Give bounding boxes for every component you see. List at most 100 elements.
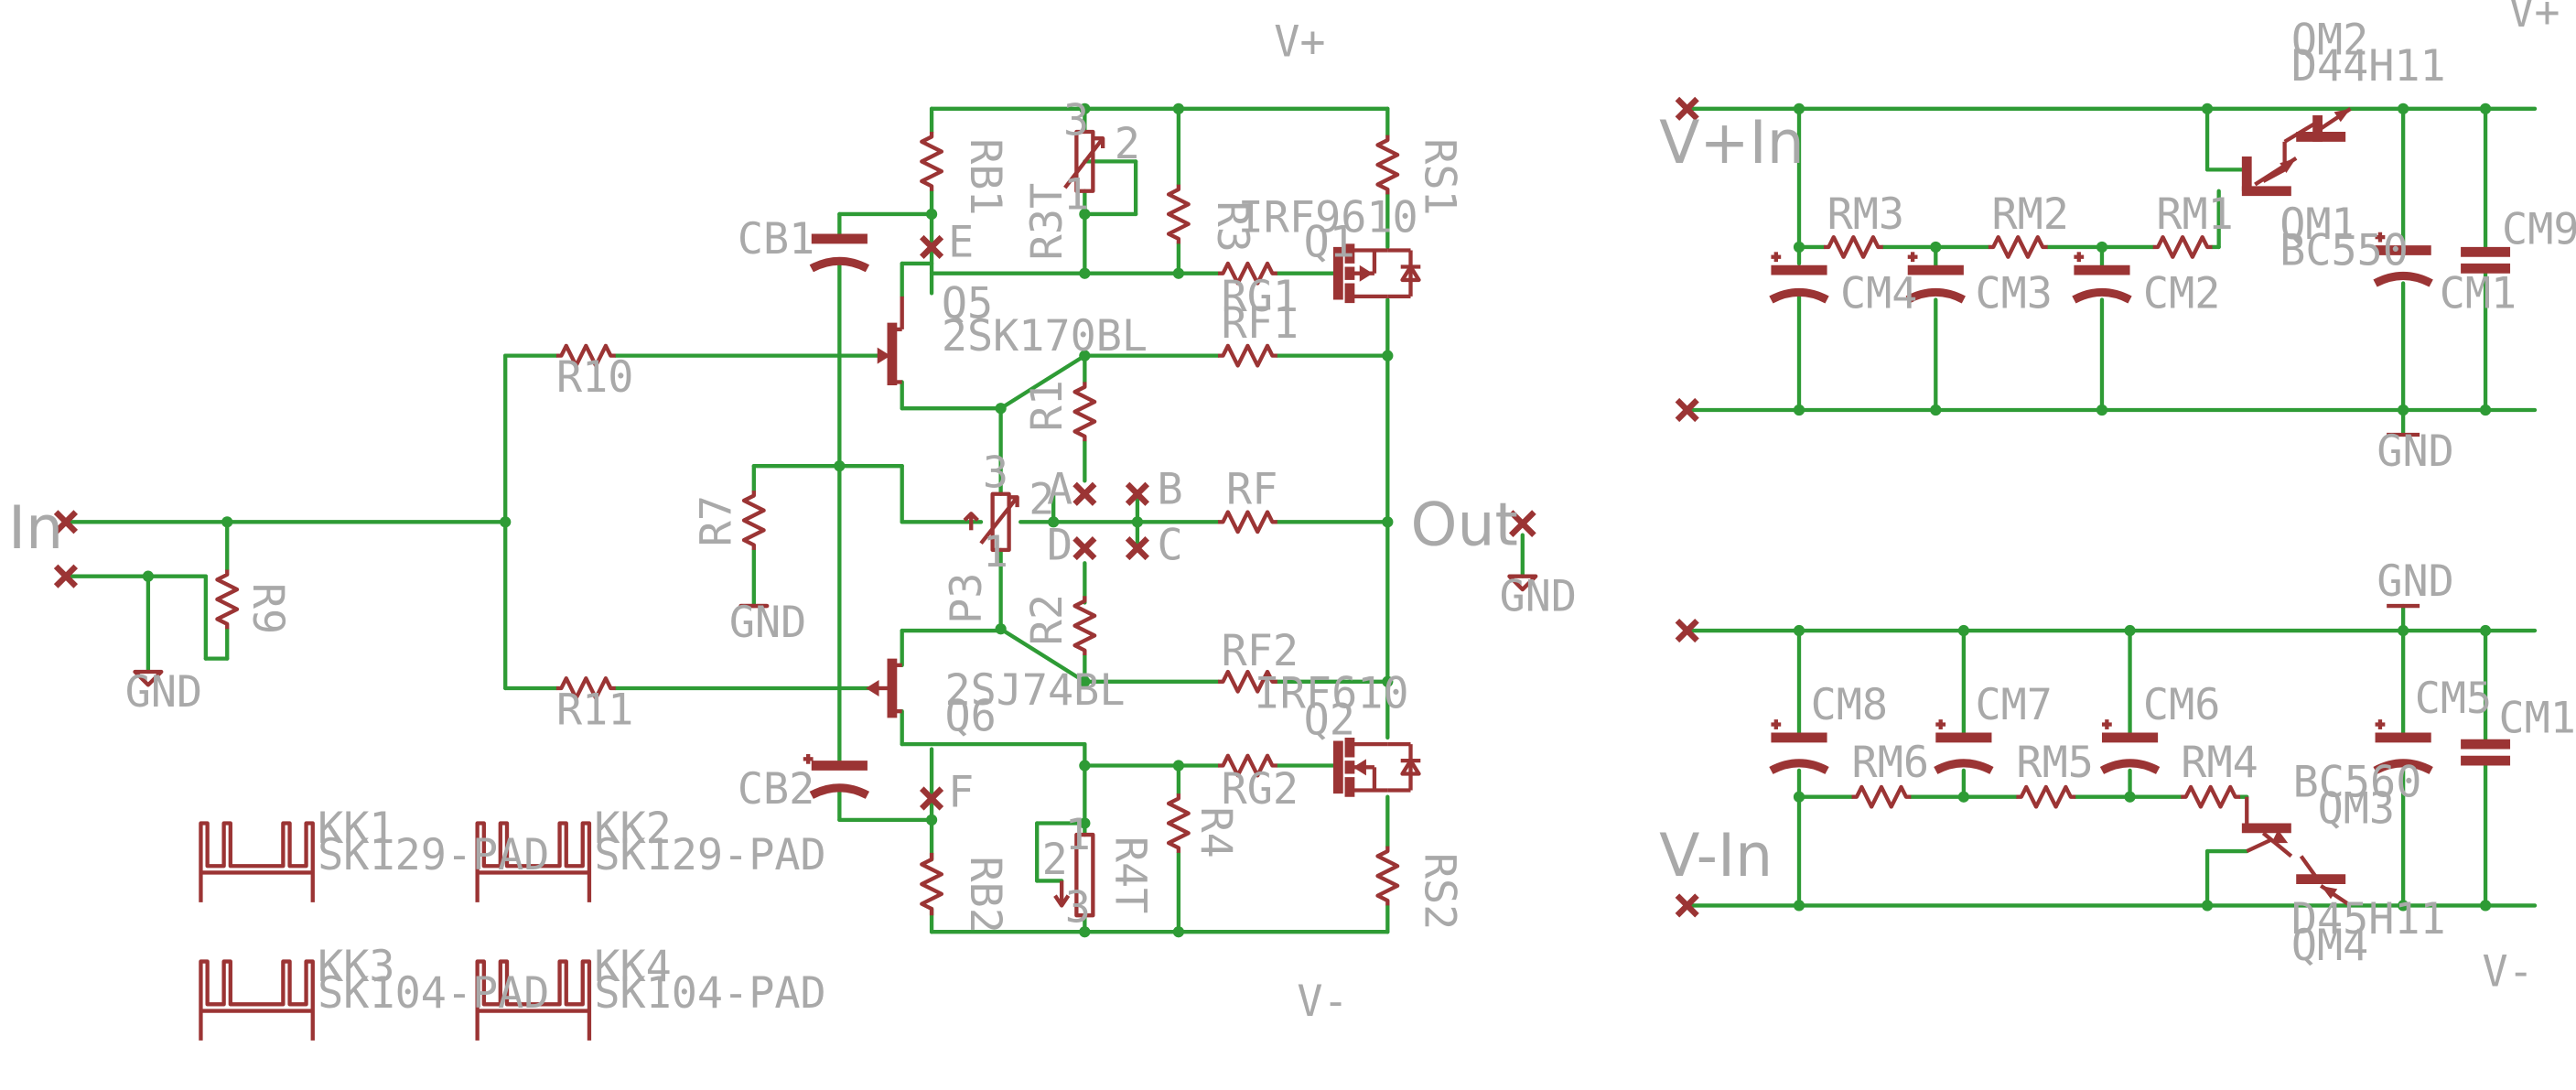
label-r7: R7 xyxy=(693,495,742,546)
label-kk4: KK4 xyxy=(594,943,671,992)
resistor-rm2 xyxy=(1988,234,2048,259)
label-r3t: R3T xyxy=(1023,183,1072,260)
resistor-rf2 xyxy=(1218,669,1277,694)
label-p3: P3 xyxy=(943,573,992,624)
label-d: D xyxy=(1047,522,1072,571)
resistor-rb2 xyxy=(920,852,944,916)
capacitor-cm1 xyxy=(2373,232,2433,287)
label-qm3-type: BC560 xyxy=(2293,759,2422,808)
resistor-r9 xyxy=(215,569,240,630)
label-kk1: KK1 xyxy=(318,804,394,854)
label-q6: Q6 xyxy=(944,693,996,742)
gnd-symbol-out xyxy=(1507,574,1538,592)
x-marker-e xyxy=(919,234,944,260)
capacitor-cm3 xyxy=(1905,252,1966,304)
label-r2: R2 xyxy=(1023,594,1072,645)
label-rm4: RM4 xyxy=(2181,739,2258,788)
resistor-rf1 xyxy=(1218,343,1277,368)
pin-p3-3: 3 xyxy=(983,449,1008,499)
label-q2: Q2 xyxy=(1304,696,1355,745)
label-psu-vplus: V+ xyxy=(2508,0,2560,38)
label-rf2: RF2 xyxy=(1222,627,1299,676)
label-qm2-type: D44H11 xyxy=(2291,42,2446,92)
heatsink-kk3 xyxy=(199,959,315,1041)
capacitor-cm2 xyxy=(2072,252,2132,304)
label-rm6: RM6 xyxy=(1852,739,1929,788)
label-vplus-in: V+In xyxy=(1659,109,1805,178)
label-cm1: CM1 xyxy=(2440,269,2517,318)
label-q6-type: 2SJ74BL xyxy=(944,666,1125,716)
label-cm4: CM4 xyxy=(1840,269,1917,318)
label-kk2-type: SK129-PAD xyxy=(594,831,825,880)
pin-p3-1: 1 xyxy=(983,528,1008,577)
label-gnd-r7: GND xyxy=(729,599,806,648)
label-vminus-bottom: V- xyxy=(1297,977,1348,1027)
resistor-rf xyxy=(1218,510,1277,534)
label-kk1-type: SK129-PAD xyxy=(318,831,549,880)
label-kk2: KK2 xyxy=(594,804,671,854)
x-marker-vminus-in xyxy=(1675,893,1699,918)
capacitor-cm8 xyxy=(1769,719,1829,774)
label-out: Out xyxy=(1411,491,1518,560)
label-f: F xyxy=(948,768,974,817)
label-q1: Q1 xyxy=(1304,219,1355,268)
pin-r3t-3: 3 xyxy=(1063,97,1089,146)
resistor-r3 xyxy=(1166,184,1191,244)
label-psu-gnd-bottom: GND xyxy=(2377,557,2453,607)
label-qm4: QM4 xyxy=(2291,922,2368,971)
label-e: E xyxy=(948,219,974,268)
label-b: B xyxy=(1158,466,1183,515)
label-rb2: RB2 xyxy=(960,856,1009,933)
heatsink-kk2 xyxy=(475,821,592,902)
label-q1-type: IRF9610 xyxy=(1238,194,1418,243)
resistor-r2 xyxy=(1072,596,1097,656)
resistor-r7 xyxy=(741,491,766,550)
gnd-symbol-in xyxy=(133,669,164,687)
mosfet-q1 xyxy=(1332,243,1421,304)
trimpot-r3t xyxy=(1063,129,1105,193)
label-psu-gnd-top: GND xyxy=(2377,427,2453,477)
label-rs1: RS1 xyxy=(1415,138,1464,215)
capacitor-cm10 xyxy=(2461,739,2511,766)
label-cm8: CM8 xyxy=(1811,681,1888,730)
resistor-rs1 xyxy=(1375,135,1400,195)
label-qm3: QM3 xyxy=(2318,784,2395,834)
label-rg2: RG2 xyxy=(1222,765,1299,815)
label-rf: RF xyxy=(1226,466,1277,515)
label-vminus-in: V-In xyxy=(1659,822,1773,890)
label-a: A xyxy=(1047,466,1072,515)
jfet-q5 xyxy=(877,296,904,386)
label-rg1: RG1 xyxy=(1222,273,1299,322)
transistor-qm4 xyxy=(2296,855,2352,908)
heatsink-kk1 xyxy=(199,821,315,902)
label-cm3: CM3 xyxy=(1975,269,2052,318)
label-cm6: CM6 xyxy=(2143,681,2220,730)
jfet-q6 xyxy=(866,658,902,718)
transistor-qm1 xyxy=(2241,141,2298,197)
label-qm1-type: BC550 xyxy=(2280,227,2409,276)
resistor-rm3 xyxy=(1823,234,1883,259)
label-cb2: CB2 xyxy=(738,765,814,815)
x-marker-vplus-gnd xyxy=(1675,397,1699,423)
label-c: C xyxy=(1158,522,1183,571)
capacitor-cb1 xyxy=(809,233,870,273)
x-marker-b xyxy=(1125,481,1149,506)
resistor-rg1 xyxy=(1218,261,1277,286)
label-kk3: KK3 xyxy=(318,943,394,992)
heatsink-kk4 xyxy=(475,959,592,1041)
resistor-rm4 xyxy=(2181,784,2241,809)
x-marker-in-gnd xyxy=(53,564,79,588)
resistor-rm6 xyxy=(1851,784,1912,809)
resistor-r1 xyxy=(1072,382,1097,442)
label-rb1: RB1 xyxy=(960,138,1009,215)
label-q5: Q5 xyxy=(942,279,993,329)
x-marker-out xyxy=(1508,510,1536,537)
label-qm2: QM2 xyxy=(2291,16,2368,65)
capacitor-cm6 xyxy=(2099,719,2161,774)
pin-p3-2: 2 xyxy=(1029,475,1054,524)
label-rm3: RM3 xyxy=(1827,190,1904,240)
x-marker-in xyxy=(53,510,79,534)
label-kk4-type: SK104-PAD xyxy=(594,969,825,1019)
label-cm10: CM10 xyxy=(2498,695,2576,744)
label-r10: R10 xyxy=(556,353,633,403)
